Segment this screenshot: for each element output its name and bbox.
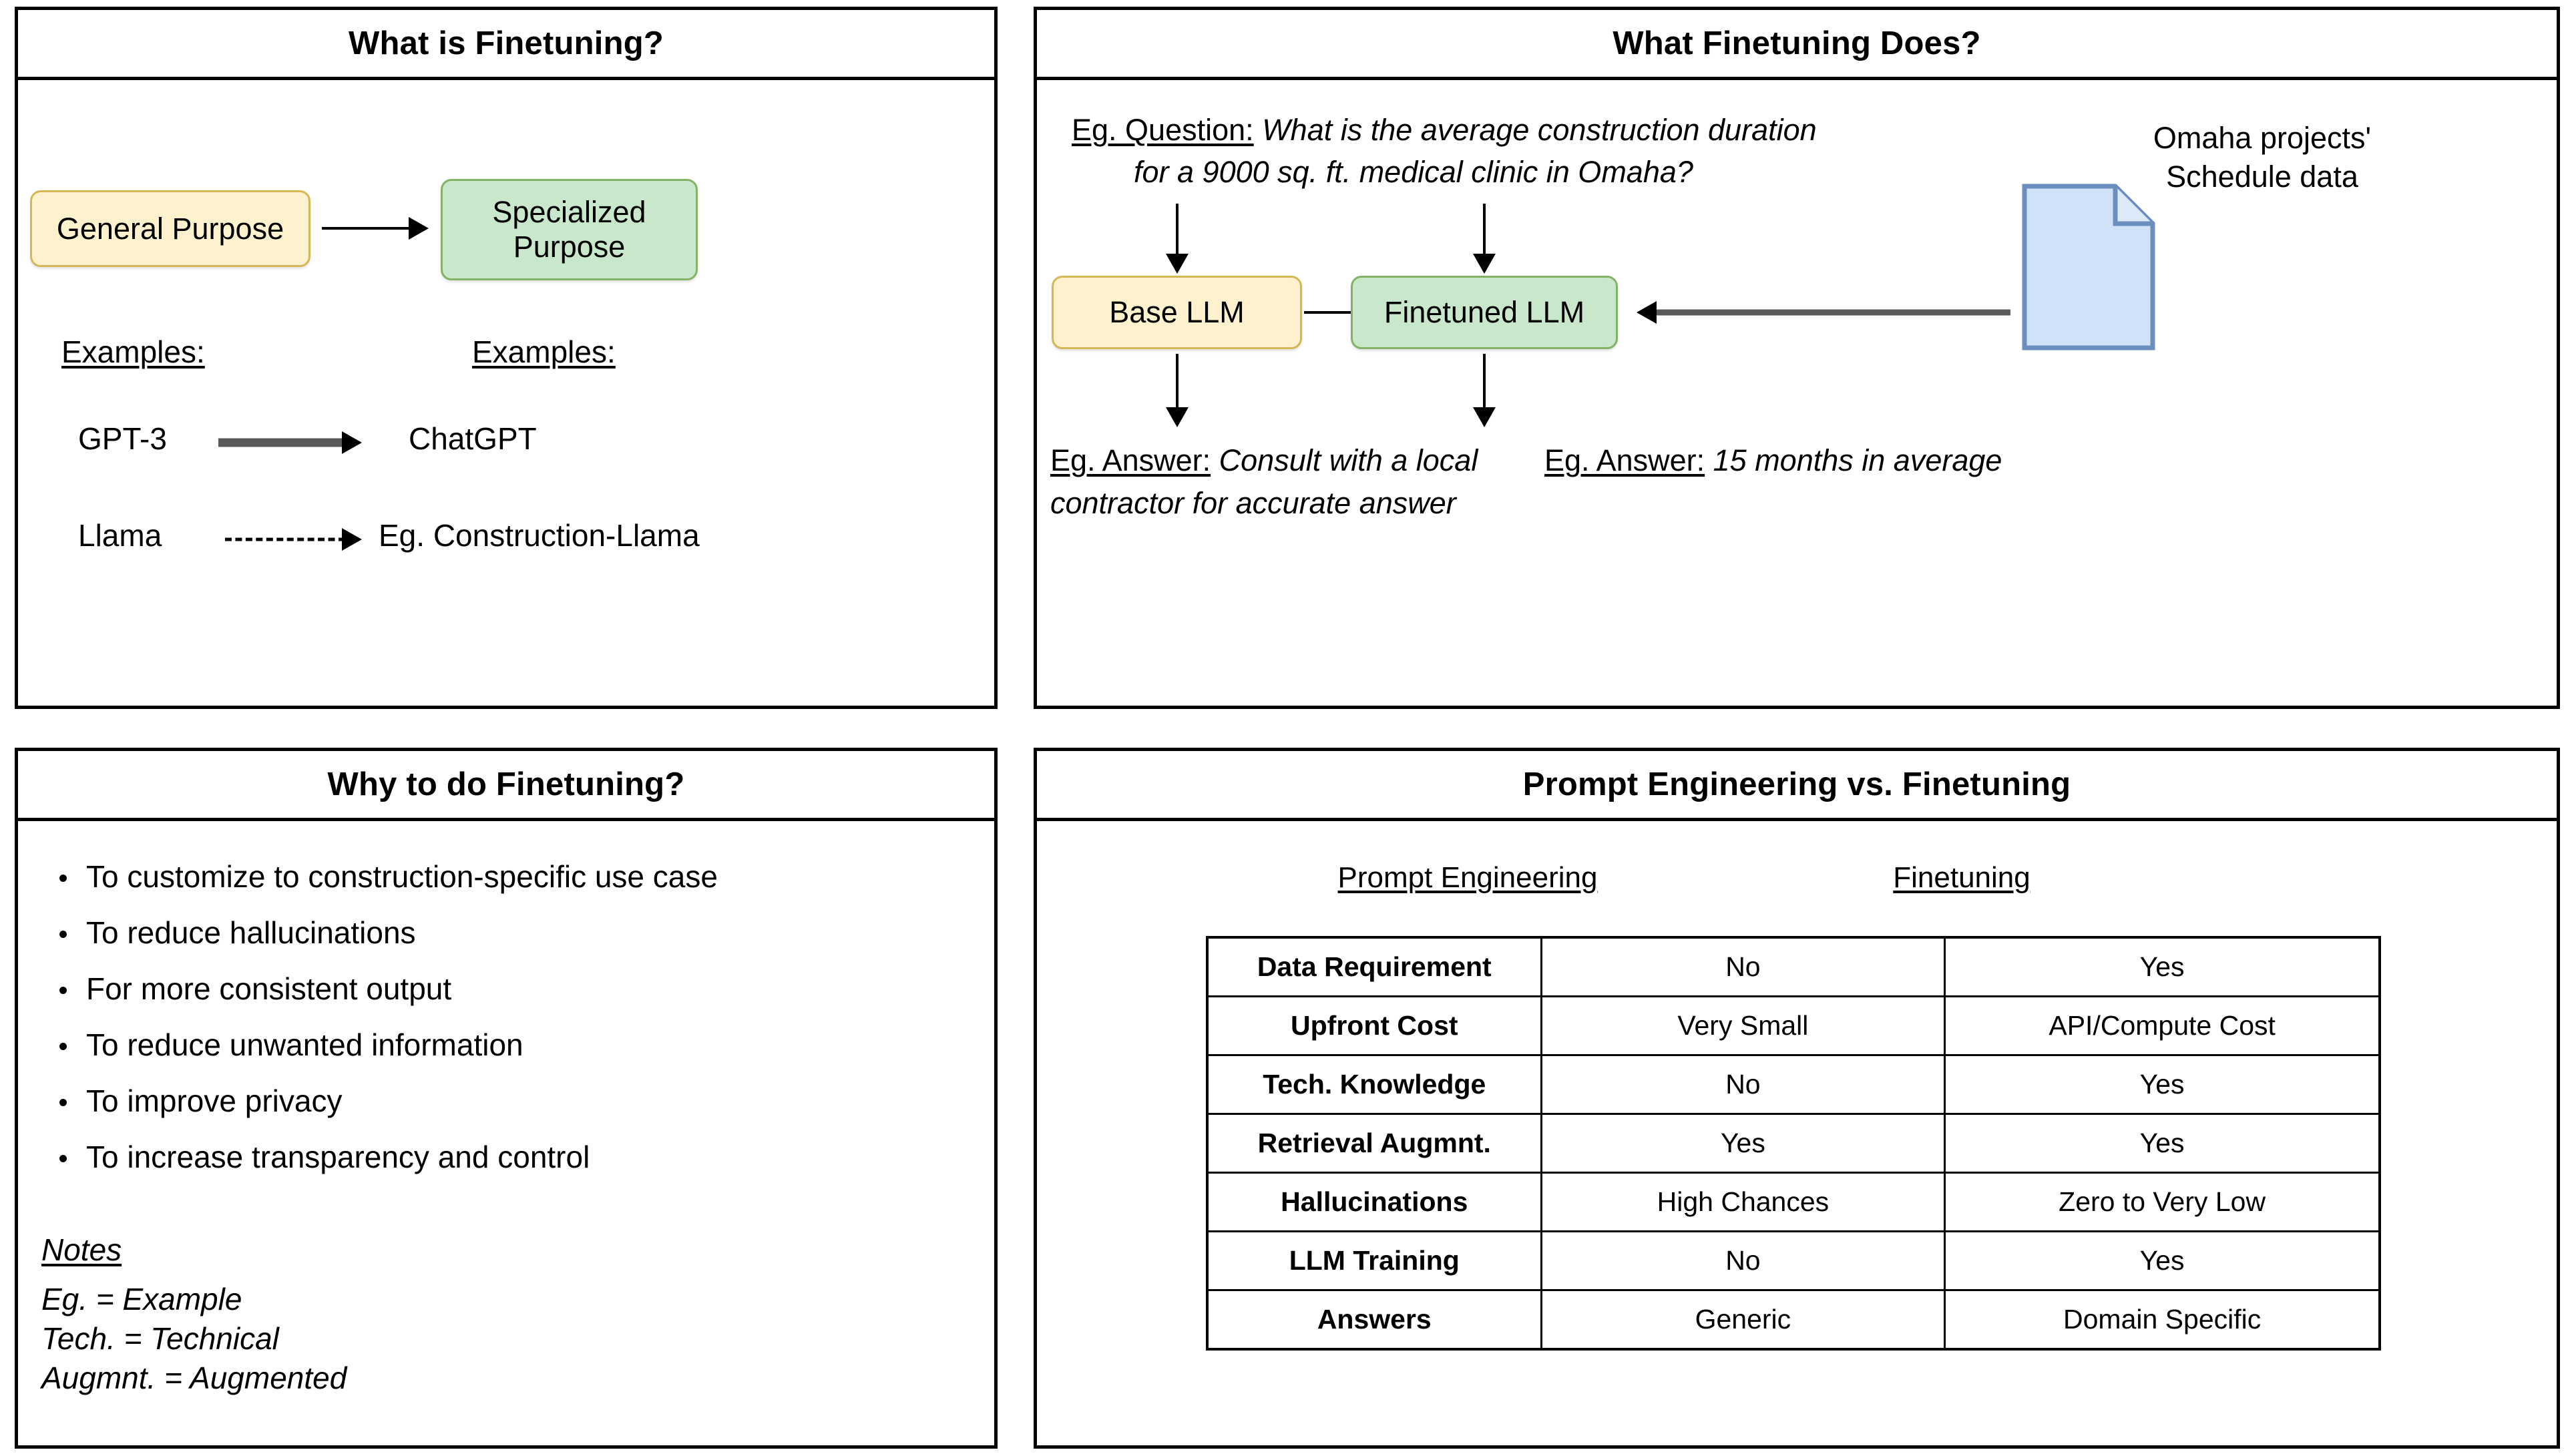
example-row1-right: ChatGPT — [409, 421, 537, 456]
example-question-line2: for a 9000 sq. ft. medical clinic in Oma… — [1134, 155, 1693, 189]
table-row: Hallucinations High Chances Zero to Very… — [1206, 1172, 2381, 1232]
box-base-llm: Base LLM — [1052, 276, 1302, 349]
example-row1-left: GPT-3 — [78, 421, 167, 456]
table-cell-prompt: High Chances — [1540, 1172, 1946, 1232]
example-question-block: Eg. Question: What is the average constr… — [1072, 110, 2073, 150]
arrow-question-to-finetuned-llm — [1464, 204, 1504, 274]
arrow-general-to-specialized — [322, 212, 429, 245]
table-cell-label: Data Requirement — [1206, 936, 1542, 997]
table-cell-prompt: Generic — [1540, 1289, 1946, 1351]
table-cell-prompt: No — [1540, 1230, 1946, 1291]
table-cell-prompt: No — [1540, 936, 1946, 997]
table-cell-finetune: Yes — [1944, 936, 2381, 997]
table-row: Data Requirement No Yes — [1206, 936, 2381, 997]
table-cell-finetune: API/Compute Cost — [1944, 995, 2381, 1056]
doc-caption: Omaha projects' Schedule data — [2119, 119, 2406, 196]
table-cell-finetune: Yes — [1944, 1230, 2381, 1291]
answer-left-line1: Consult with a local — [1219, 443, 1478, 477]
arrow-gpt3-to-chatgpt — [218, 426, 362, 459]
example-question-label: Eg. Question: — [1072, 113, 1254, 147]
answer-left-label: Eg. Answer: — [1050, 443, 1211, 477]
notes-line: Tech. = Technical — [41, 1320, 279, 1356]
arrow-llama-to-construction-llama — [225, 523, 362, 556]
table-cell-finetune: Yes — [1944, 1054, 2381, 1115]
panel-title-prompt-vs-finetuning: Prompt Engineering vs. Finetuning — [1037, 751, 2557, 821]
table-row: Upfront Cost Very Small API/Compute Cost — [1206, 995, 2381, 1056]
panel-body-what-is-finetuning: General Purpose Specialized Purpose Exam… — [18, 80, 994, 708]
panel-what-is-finetuning: What is Finetuning? General Purpose Spec… — [15, 7, 998, 709]
box-general-purpose-label: General Purpose — [56, 211, 284, 246]
table-cell-label: Tech. Knowledge — [1206, 1054, 1542, 1115]
table-cell-finetune: Domain Specific — [1944, 1289, 2381, 1351]
box-specialized-purpose: Specialized Purpose — [441, 179, 698, 280]
box-general-purpose: General Purpose — [30, 190, 310, 267]
column-header-finetuning: Finetuning — [1893, 861, 2030, 894]
table-cell-prompt: No — [1540, 1054, 1946, 1115]
column-header-prompt-engineering: Prompt Engineering — [1337, 861, 1598, 894]
notes-line: Augmnt. = Augmented — [41, 1360, 347, 1395]
list-item: To improve privacy — [45, 1085, 718, 1116]
list-item: To reduce unwanted information — [45, 1029, 718, 1060]
panel-why-finetuning: Why to do Finetuning? To customize to co… — [15, 748, 998, 1449]
table-cell-prompt: Yes — [1540, 1113, 1946, 1174]
box-finetuned-llm-label: Finetuned LLM — [1383, 295, 1585, 330]
arrow-data-to-finetuned — [1637, 296, 2010, 329]
panel-title-what-finetuning-does: What Finetuning Does? — [1037, 10, 2557, 80]
example-row2-right: Eg. Construction-Llama — [379, 518, 700, 553]
examples-label-right: Examples: — [472, 334, 616, 369]
list-item: To customize to construction-specific us… — [45, 861, 718, 892]
answer-right-text: 15 months in average — [1713, 443, 2002, 477]
list-item: To increase transparency and control — [45, 1142, 718, 1172]
panel-prompt-vs-finetuning: Prompt Engineering vs. Finetuning Prompt… — [1034, 748, 2560, 1449]
notes-line: Eg. = Example — [41, 1282, 242, 1316]
list-item: For more consistent output — [45, 973, 718, 1004]
panel-body-why-finetuning: To customize to construction-specific us… — [18, 821, 994, 1447]
table-cell-label: LLM Training — [1206, 1230, 1542, 1291]
examples-label-left: Examples: — [61, 334, 205, 369]
list-item: To reduce hallucinations — [45, 917, 718, 948]
panel-what-finetuning-does: What Finetuning Does? Eg. Question: What… — [1034, 7, 2560, 709]
table-row: Retrieval Augmnt. Yes Yes — [1206, 1113, 2381, 1174]
document-page-icon — [2022, 184, 2155, 354]
arrow-base-to-answer — [1157, 354, 1197, 427]
answer-left-line2: contractor for accurate answer — [1050, 486, 1456, 520]
panel-title-why-finetuning: Why to do Finetuning? — [18, 751, 994, 821]
table-row: Answers Generic Domain Specific — [1206, 1289, 2381, 1351]
box-specialized-purpose-label-line1: Specialized — [492, 195, 646, 230]
example-row2-left: Llama — [78, 518, 162, 553]
arrow-question-to-base-llm — [1157, 204, 1197, 274]
table-row: Tech. Knowledge No Yes — [1206, 1054, 2381, 1115]
table-row: LLM Training No Yes — [1206, 1230, 2381, 1291]
why-bullet-list: To customize to construction-specific us… — [45, 861, 718, 1198]
table-cell-label: Answers — [1206, 1289, 1542, 1351]
doc-caption-line1: Omaha projects' — [2153, 121, 2372, 155]
notes-title: Notes — [41, 1232, 122, 1267]
box-base-llm-label: Base LLM — [1109, 295, 1245, 330]
answer-left-block: Eg. Answer: Consult with a local — [1050, 441, 1531, 480]
comparison-table: Data Requirement No Yes Upfront Cost Ver… — [1206, 936, 2381, 1351]
panel-body-what-finetuning-does: Eg. Question: What is the average constr… — [1037, 80, 2557, 708]
box-specialized-purpose-label-line2: Purpose — [513, 230, 626, 264]
table-cell-label: Upfront Cost — [1206, 995, 1542, 1056]
box-finetuned-llm: Finetuned LLM — [1351, 276, 1618, 349]
doc-caption-line2: Schedule data — [2166, 159, 2358, 194]
arrow-finetuned-to-answer — [1464, 354, 1504, 427]
table-cell-prompt: Very Small — [1540, 995, 1946, 1056]
notes-block: Notes Eg. = Example Tech. = Technical Au… — [41, 1232, 347, 1398]
table-cell-label: Hallucinations — [1206, 1172, 1542, 1232]
example-question-line1: What is the average construction duratio… — [1262, 113, 1817, 147]
panel-body-prompt-vs-finetuning: Prompt Engineering Finetuning Data Requi… — [1037, 821, 2557, 1447]
panel-title-what-is-finetuning: What is Finetuning? — [18, 10, 994, 80]
table-cell-label: Retrieval Augmnt. — [1206, 1113, 1542, 1174]
answer-right-label: Eg. Answer: — [1544, 443, 1705, 477]
table-cell-finetune: Yes — [1944, 1113, 2381, 1174]
table-cell-finetune: Zero to Very Low — [1944, 1172, 2381, 1232]
answer-right-block: Eg. Answer: 15 months in average — [1544, 441, 2002, 480]
